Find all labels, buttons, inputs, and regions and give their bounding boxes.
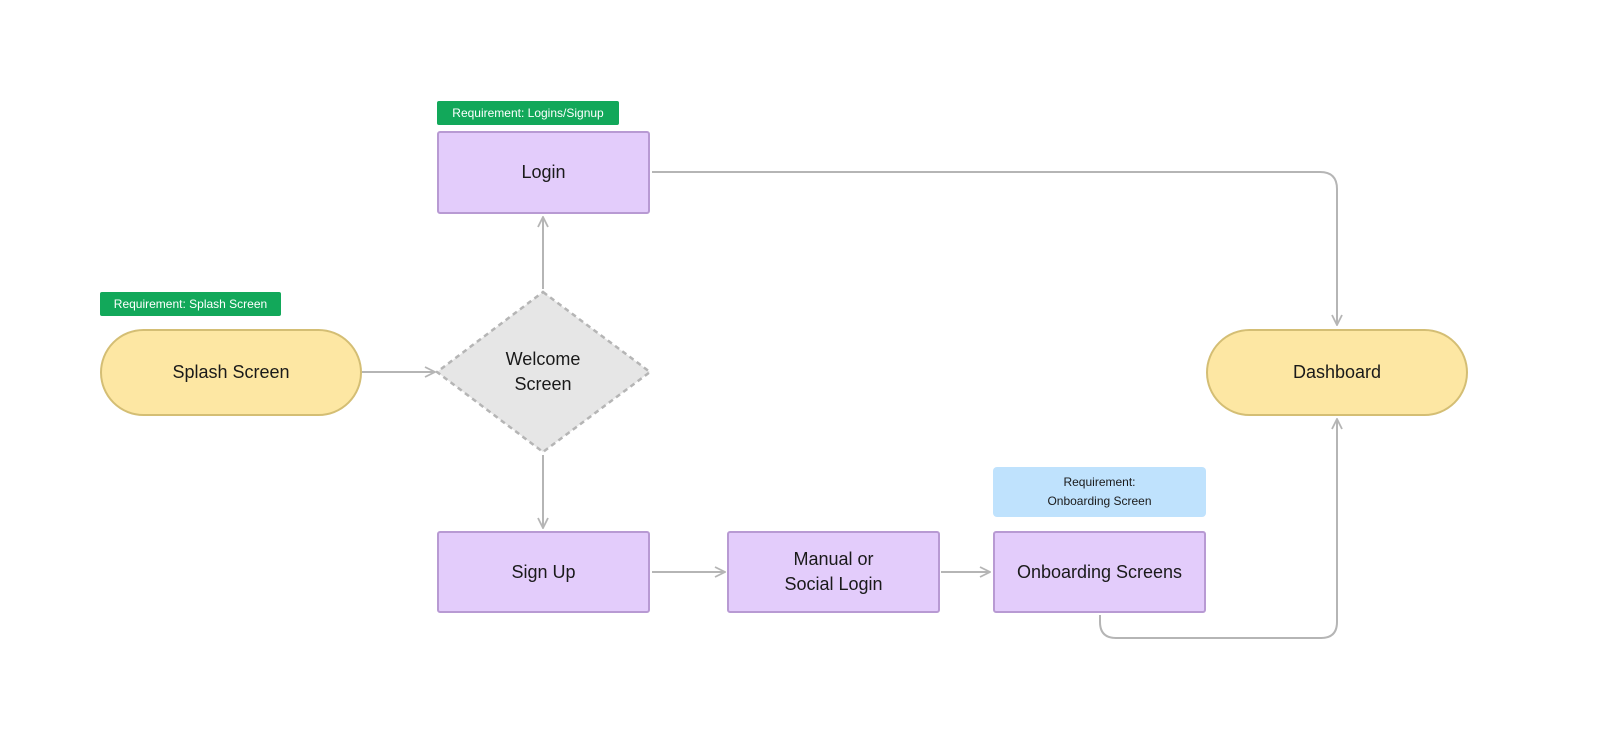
onboarding-screens-node[interactable]: Onboarding Screens (993, 531, 1206, 613)
login-requirement-tag: Requirement: Logins/Signup (437, 101, 619, 125)
onboarding-requirement-label-line2: Onboarding Screen (1047, 494, 1152, 508)
splash-screen-label: Splash Screen (172, 362, 290, 382)
dashboard-label: Dashboard (1292, 362, 1382, 382)
login-node[interactable]: Login (437, 131, 650, 214)
splash-requirement-tag: Requirement: Splash Screen (100, 292, 281, 316)
onboarding-requirement-label-line1: Requirement: (1063, 475, 1136, 489)
manual-social-label-line1: Manual or (793, 549, 874, 569)
onboarding-requirement-tag: Requirement: Onboarding Screen (993, 467, 1206, 517)
dashboard-node[interactable]: Dashboard (1206, 329, 1468, 416)
welcome-label-line1: Welcome (505, 349, 581, 369)
signup-label: Sign Up (511, 561, 576, 582)
welcome-screen-label: Welcome Screen (483, 347, 603, 397)
welcome-decision-shape[interactable] (434, 290, 653, 454)
onboarding-screens-label: Onboarding Screens (1016, 561, 1183, 582)
splash-screen-node[interactable]: Splash Screen (100, 329, 362, 416)
login-requirement-label: Requirement: Logins/Signup (452, 105, 604, 120)
splash-requirement-label: Requirement: Splash Screen (113, 296, 268, 311)
welcome-label-line2: Screen (514, 374, 572, 394)
manual-social-login-node[interactable]: Manual or Social Login (727, 531, 940, 613)
connector-onboarding-to-dashboard (1099, 419, 1337, 639)
login-label: Login (521, 162, 566, 182)
signup-node[interactable]: Sign Up (437, 531, 650, 613)
manual-social-label-line2: Social Login (784, 574, 883, 594)
connector-login-to-dashboard (652, 171, 1337, 325)
